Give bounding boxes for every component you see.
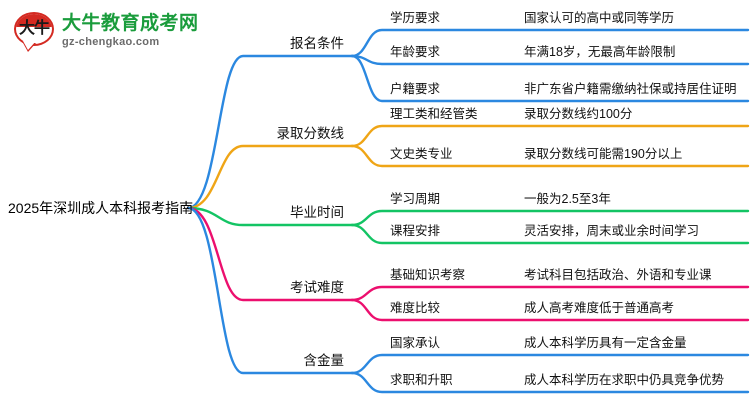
detail-label-1-2: 年满18岁，无最高年龄限制 — [524, 45, 676, 59]
detail-label-2-1: 录取分数线约100分 — [524, 107, 633, 121]
connector-line — [186, 54, 354, 210]
logo-title: 大牛教育成考网 — [62, 13, 199, 34]
connector-line — [350, 54, 750, 103]
root-node-label: 2025年深圳成人本科报考指南 — [8, 200, 194, 216]
connector-line — [186, 144, 354, 210]
sub-label-1-1: 学历要求 — [390, 11, 441, 25]
connector-line — [350, 298, 750, 322]
detail-label-4-2: 成人高考难度低于普通高考 — [524, 301, 675, 315]
sub-label-2-1: 理工类和经管类 — [390, 107, 478, 121]
sub-label-3-2: 课程安排 — [390, 224, 441, 238]
connector-line — [186, 206, 354, 302]
connector-line — [350, 28, 750, 58]
detail-label-1-1: 国家认可的高中或同等学历 — [524, 11, 675, 25]
sub-label-3-1: 学习周期 — [390, 192, 441, 206]
connector-line — [186, 206, 354, 375]
connector-line — [350, 285, 750, 302]
detail-label-3-2: 灵活安排，周末或业余时间学习 — [524, 224, 700, 238]
site-logo: 大牛 大牛教育成考网 gz-chengkao.com — [14, 8, 214, 54]
detail-label-3-1: 一般为2.5至3年 — [524, 192, 611, 206]
sub-label-5-2: 求职和升职 — [390, 373, 453, 387]
branch-label-2: 录取分数线 — [276, 126, 345, 141]
connector-line — [350, 124, 750, 148]
branch-label-5: 含金量 — [303, 353, 345, 368]
detail-label-5-1: 成人本科学历具有一定含金量 — [524, 336, 687, 350]
bubble-top-band — [16, 14, 52, 27]
logo-subtitle: gz-chengkao.com — [62, 36, 160, 48]
detail-label-2-2: 录取分数线可能需190分以上 — [524, 147, 683, 161]
detail-label-1-3: 非广东省户籍需缴纳社保或持居住证明 — [524, 82, 737, 96]
logo-text-block: 大牛教育成考网 gz-chengkao.com — [62, 13, 199, 49]
bubble-tail-icon — [23, 41, 36, 50]
sub-label-4-1: 基础知识考察 — [390, 268, 466, 282]
connector-line — [350, 353, 750, 375]
sub-label-4-2: 难度比较 — [390, 301, 441, 315]
sub-label-1-3: 户籍要求 — [390, 82, 441, 96]
sub-label-5-1: 国家承认 — [390, 336, 441, 350]
sub-label-2-2: 文史类专业 — [390, 147, 453, 161]
detail-label-5-2: 成人本科学历在求职中仍具竞争优势 — [524, 373, 725, 387]
connector-line — [350, 223, 750, 245]
connector-line — [350, 144, 750, 168]
branch-label-3: 毕业时间 — [290, 205, 344, 220]
branch-label-4: 考试难度 — [290, 280, 344, 295]
logo-mark-text: 大牛 — [18, 20, 50, 37]
speech-bubble-icon — [14, 12, 54, 46]
branch-label-1: 报名条件 — [290, 36, 344, 51]
connector-line — [186, 206, 354, 227]
sub-label-1-2: 年龄要求 — [390, 45, 441, 59]
logo-mark-icon: 大牛 — [14, 11, 56, 51]
detail-label-4-1: 考试科目包括政治、外语和专业课 — [524, 268, 712, 282]
connector-line — [350, 371, 750, 394]
